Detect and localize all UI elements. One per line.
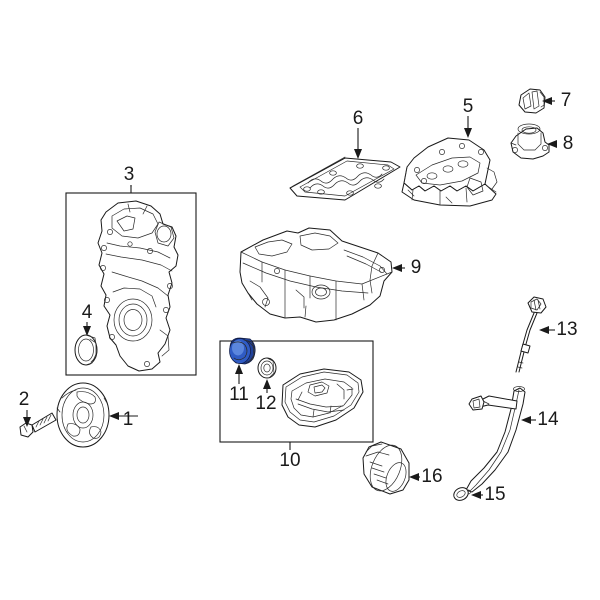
part-timing-chain-cover xyxy=(97,200,179,372)
callout-label-6: 6 xyxy=(353,108,364,129)
callout-label-9: 9 xyxy=(411,257,422,278)
leader-8 xyxy=(547,140,557,148)
part-upper-oil-pan xyxy=(239,227,393,323)
leader-15 xyxy=(471,491,483,499)
callout-label-14: 14 xyxy=(537,409,559,430)
leader-12 xyxy=(263,379,271,393)
part-oil-filter xyxy=(362,441,410,495)
leader-9 xyxy=(392,264,405,272)
callout-label-7: 7 xyxy=(561,90,572,111)
callout-labels: 1 2 3 4 5 6 7 8 9 10 11 12 13 14 15 16 xyxy=(19,90,578,505)
part-drain-plug-gasket xyxy=(257,357,277,379)
leader-16 xyxy=(409,473,420,481)
part-crankshaft-pulley xyxy=(56,382,110,448)
part-dipstick-tube-o-ring xyxy=(453,487,469,501)
part-oil-filler-cap xyxy=(518,88,546,114)
callout-label-5: 5 xyxy=(463,96,474,117)
part-oil-drain-plug xyxy=(229,337,256,365)
part-pulley-bolt xyxy=(19,412,57,438)
part-valve-cover xyxy=(401,137,498,207)
part-front-crankshaft-seal xyxy=(74,334,98,366)
callout-label-2: 2 xyxy=(19,389,30,410)
callout-label-16: 16 xyxy=(421,466,442,487)
part-valve-cover-gasket xyxy=(289,156,401,201)
leader-11 xyxy=(235,364,243,384)
callout-label-13: 13 xyxy=(556,319,577,340)
leader-13 xyxy=(539,326,555,334)
callout-label-1: 1 xyxy=(123,409,134,430)
part-lower-oil-pan xyxy=(281,368,364,428)
leader-1 xyxy=(109,412,138,420)
leader-6 xyxy=(354,128,362,159)
callout-label-3: 3 xyxy=(124,164,135,185)
part-dipstick-tube xyxy=(465,386,526,495)
group-box-oil-pan xyxy=(219,340,374,450)
leader-14 xyxy=(521,416,536,424)
leader-7 xyxy=(542,97,555,105)
part-oil-filler-neck xyxy=(510,123,550,160)
callout-label-12: 12 xyxy=(255,393,276,414)
part-oil-level-dipstick xyxy=(515,296,547,373)
callout-label-4: 4 xyxy=(82,302,93,323)
callout-label-11: 11 xyxy=(229,384,249,405)
callout-label-15: 15 xyxy=(484,484,505,505)
leader-2 xyxy=(23,410,31,427)
callout-label-10: 10 xyxy=(279,450,300,471)
callout-label-8: 8 xyxy=(563,133,574,154)
leader-4 xyxy=(83,322,91,336)
leader-5 xyxy=(464,116,472,138)
